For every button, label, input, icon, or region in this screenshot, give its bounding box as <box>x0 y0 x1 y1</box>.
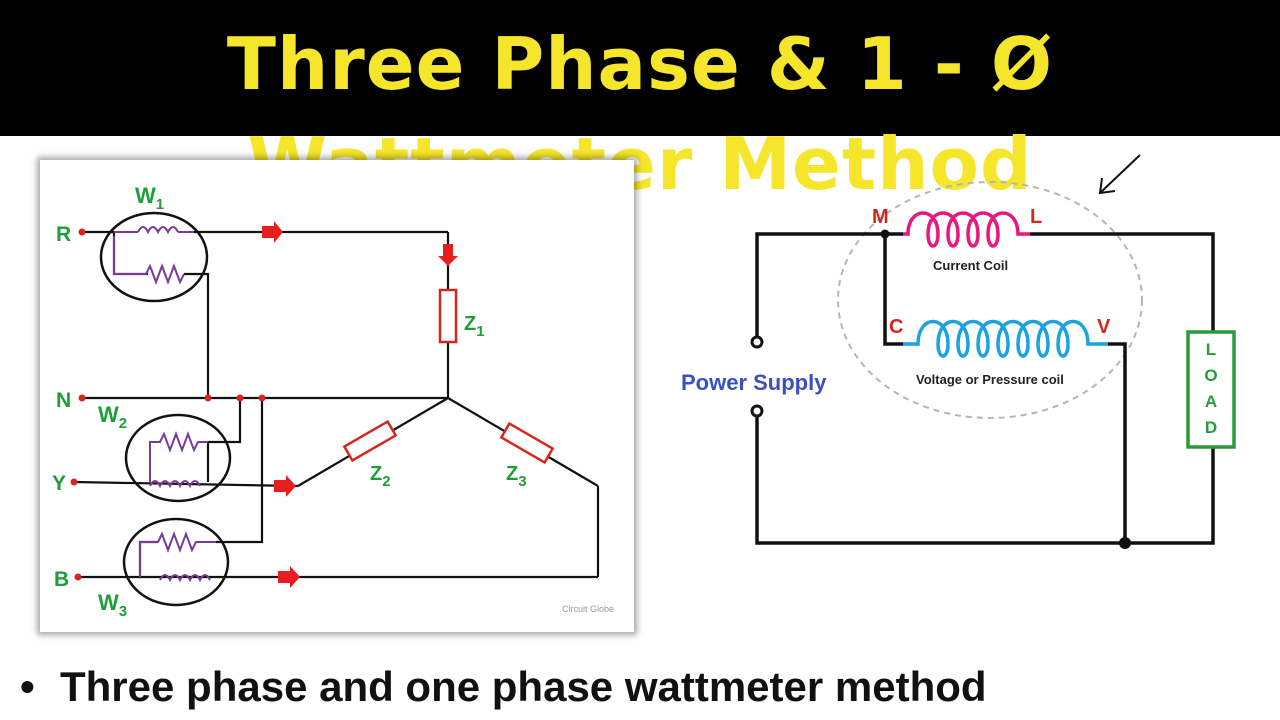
pointer-arrow <box>1098 154 1141 195</box>
y-line <box>73 480 299 488</box>
impedance-labels: Z1 Z2 Z3 <box>370 313 527 490</box>
w1-voltage-lead <box>112 232 148 276</box>
coil-terminal-labels: M L C V <box>872 206 1111 338</box>
label-m: M <box>872 206 889 228</box>
arrow-b <box>278 566 300 588</box>
label-z3: Z3 <box>506 463 527 490</box>
label-l: L <box>1030 206 1042 228</box>
label-y: Y <box>52 472 66 495</box>
impedance-z1 <box>438 288 458 344</box>
label-c: C <box>889 316 903 338</box>
w1-current-coil <box>137 226 179 235</box>
w3-voltage-lead <box>216 398 264 544</box>
junction-bottom <box>1119 537 1131 549</box>
label-v: V <box>1097 316 1111 338</box>
wattmeter-boundary <box>837 181 1143 419</box>
bullet-marker: • <box>20 663 35 710</box>
current-coil <box>903 211 1030 248</box>
junction-m <box>880 229 890 239</box>
w3-current-coil <box>159 574 211 583</box>
w1-voltage-coil <box>113 236 185 285</box>
load-letters: L O A D <box>1204 340 1217 437</box>
label-r: R <box>56 223 71 246</box>
bullet-text: Three phase and one phase wattmeter meth… <box>60 663 987 710</box>
current-arrows <box>262 221 458 588</box>
label-n: N <box>56 389 71 412</box>
power-supply-label: Power Supply <box>681 370 827 395</box>
wattmeter-labels: W1 W2 W3 <box>98 183 164 620</box>
svg-text:O: O <box>1204 366 1217 385</box>
title-banner: Three Phase & 1 - Ø Wattmeter Method <box>0 0 1280 206</box>
voltage-coil-label: Voltage or Pressure coil <box>916 372 1064 387</box>
arrow-z1 <box>438 244 458 266</box>
arrow-r <box>262 221 283 243</box>
w3-coil-lead <box>138 540 158 577</box>
svg-text:A: A <box>1205 392 1217 411</box>
single-phase-diagram: L O A D M L C V Current Coil Voltage or … <box>681 154 1236 549</box>
label-b: B <box>54 568 69 591</box>
impedance-z3 <box>499 421 555 465</box>
wattmeter-w1 <box>99 211 209 303</box>
single-phase-wiring <box>755 232 1215 545</box>
label-z2: Z2 <box>370 463 391 490</box>
bullet-point: • Three phase and one phase wattmeter met… <box>20 662 1260 712</box>
impedances <box>342 288 555 465</box>
watermark: Circuit Globe <box>562 604 614 614</box>
arrow-y <box>274 475 296 497</box>
w2-current-coil <box>149 480 201 489</box>
impedance-z2 <box>342 419 398 463</box>
svg-text:L: L <box>1206 340 1216 359</box>
voltage-coil <box>903 319 1108 358</box>
label-w2: W2 <box>98 402 127 432</box>
current-coil-label: Current Coil <box>933 258 1008 273</box>
load-box <box>1186 330 1236 449</box>
phase-labels: R N Y B <box>52 223 71 591</box>
label-z1: Z1 <box>464 313 485 340</box>
terminal-dots <box>70 228 266 581</box>
label-w1: W1 <box>135 183 164 213</box>
wattmeter-w3 <box>122 517 230 607</box>
label-w3: W3 <box>98 590 127 620</box>
supply-terminal-top <box>750 335 764 349</box>
w3-voltage-coil <box>139 531 216 577</box>
three-phase-diagram <box>73 230 600 579</box>
w2-voltage-coil <box>149 431 208 482</box>
w2-voltage-lead <box>206 398 242 482</box>
supply-terminal-bottom <box>750 404 764 418</box>
wattmeter-w2 <box>124 413 232 503</box>
svg-text:D: D <box>1205 418 1217 437</box>
w1-neutral-lead <box>184 272 210 398</box>
